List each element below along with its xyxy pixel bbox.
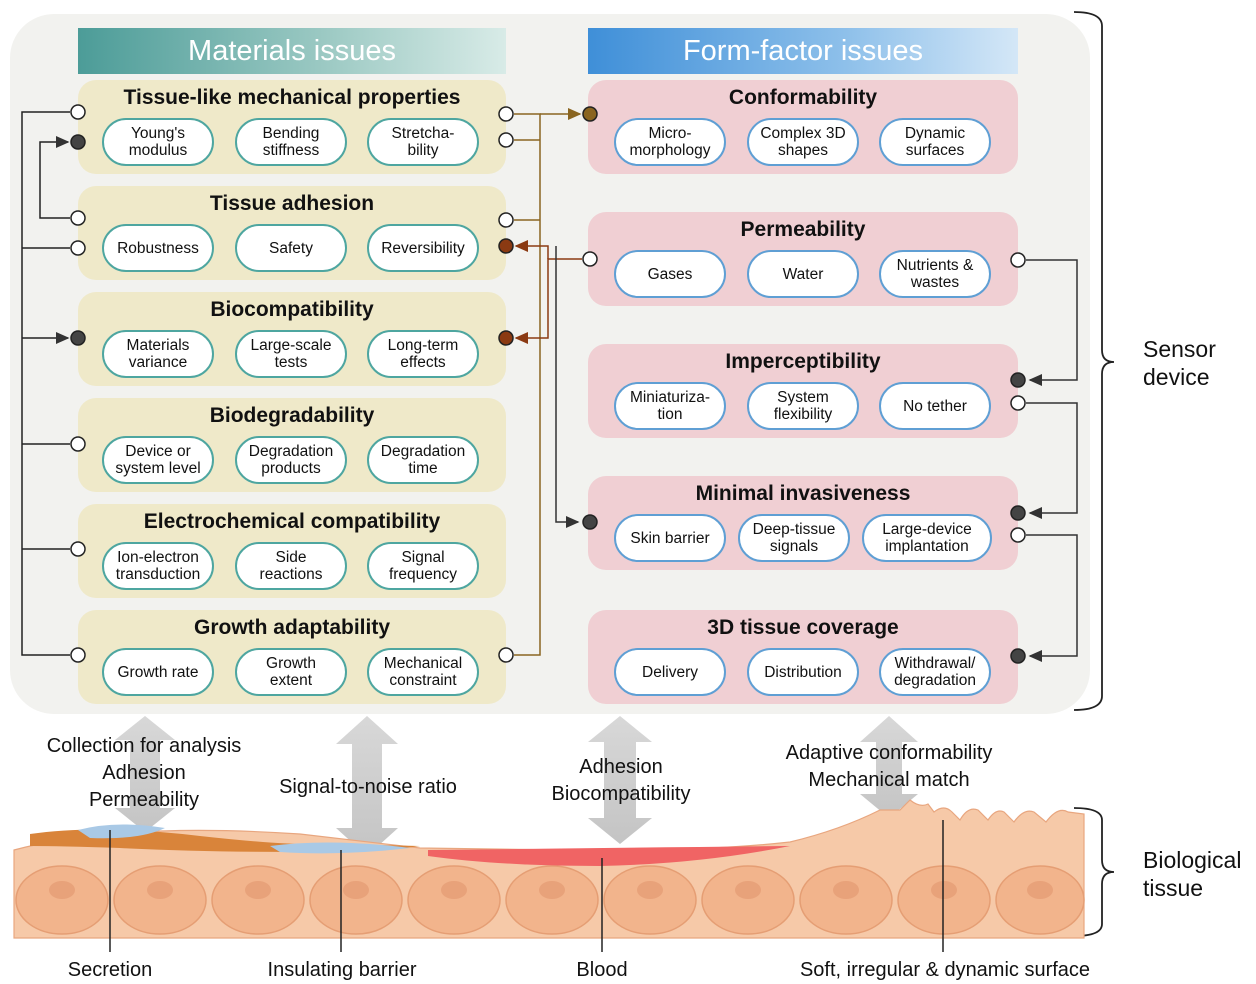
pill-water: Water xyxy=(747,250,859,298)
pill-device-system-level: Device or system level xyxy=(102,436,214,484)
blood-layer xyxy=(428,846,790,866)
card-minimal-invasiveness: Minimal invasiveness Skin barrier Deep-t… xyxy=(588,476,1018,570)
label-blood: Blood xyxy=(576,959,628,981)
pill-large-scale-tests: Large-scale tests xyxy=(235,330,347,378)
materials-issues-header: Materials issues xyxy=(78,28,506,74)
form-factor-issues-header: Form-factor issues xyxy=(588,28,1018,74)
double-arrow-left xyxy=(115,716,175,832)
label-signal-to-noise: Signal-to-noise ratio xyxy=(279,776,457,798)
double-arrow-mid-left xyxy=(336,716,398,856)
middle-nodes xyxy=(498,106,598,663)
pill-bending-stiffness: Bending stiffness xyxy=(235,118,347,166)
pill-delivery: Delivery xyxy=(614,648,726,696)
card-title: Tissue adhesion xyxy=(209,192,375,215)
pill-distribution: Distribution xyxy=(747,648,859,696)
card-title: Tissue-like mechanical properties xyxy=(123,86,461,109)
pill-system-flexibility: System flexibility xyxy=(747,382,859,430)
card-title: Imperceptibility xyxy=(725,350,881,373)
pill-miniaturization: Miniaturiza- tion xyxy=(614,382,726,430)
right-connectors xyxy=(1026,259,1078,662)
pill-withdrawal-degradation: Withdrawal/ degradation xyxy=(879,648,991,696)
label-adhesion-biocompatibility: Adhesion Biocompatibility xyxy=(551,756,691,805)
card-conformability: Conformability Micro- morphology Complex… xyxy=(588,80,1018,174)
pill-dynamic-surfaces: Dynamic surfaces xyxy=(879,118,991,166)
label-collection-adhesion-permeability: Collection for analysis Adhesion Permeab… xyxy=(46,735,242,811)
pill-degradation-time: Degradation time xyxy=(367,436,479,484)
interface-arrows xyxy=(115,716,918,856)
card-growth-adaptability: Growth adaptability Growth rate Growth e… xyxy=(78,610,506,704)
card-electrochemical-compatibility: Electrochemical compatibility Ion-electr… xyxy=(78,504,506,598)
pill-skin-barrier: Skin barrier xyxy=(614,514,726,562)
label-secretion: Secretion xyxy=(67,959,153,981)
card-title: Permeability xyxy=(740,218,866,241)
pill-stretchability: Stretcha- bility xyxy=(367,118,479,166)
pill-robustness: Robustness xyxy=(102,224,214,272)
card-title: Conformability xyxy=(728,86,878,109)
pill-youngs-modulus: Young's modulus xyxy=(102,118,214,166)
card-permeability: Permeability Gases Water Nutrients & was… xyxy=(588,212,1018,306)
label-soft-irregular-surface: Soft, irregular & dynamic surface xyxy=(799,959,1091,981)
pill-degradation-products: Degradation products xyxy=(235,436,347,484)
left-nodes xyxy=(70,104,86,663)
pill-growth-extent: Growth extent xyxy=(235,648,347,696)
pill-materials-variance: Materials variance xyxy=(102,330,214,378)
double-arrow-mid-right xyxy=(588,716,652,844)
card-mechanical-properties: Tissue-like mechanical properties Young'… xyxy=(78,80,506,174)
pill-gases: Gases xyxy=(614,250,726,298)
pill-large-device-implantation: Large-device implantation xyxy=(862,514,992,562)
pill-long-term-effects: Long-term effects xyxy=(367,330,479,378)
card-title: Biocompatibility xyxy=(210,298,374,321)
label-biological-tissue: Biological tissue xyxy=(1143,847,1242,901)
card-imperceptibility: Imperceptibility Miniaturiza- tion Syste… xyxy=(588,344,1018,438)
right-nodes xyxy=(1010,252,1026,664)
card-biodegradability: Biodegradability Device or system level … xyxy=(78,398,506,492)
pill-complex-3d-shapes: Complex 3D shapes xyxy=(747,118,859,166)
card-title: 3D tissue coverage xyxy=(707,616,899,639)
pill-nutrients-wastes: Nutrients & wastes xyxy=(879,250,991,298)
pill-deep-tissue-signals: Deep-tissue signals xyxy=(738,514,850,562)
card-3d-tissue-coverage: 3D tissue coverage Delivery Distribution… xyxy=(588,610,1018,704)
pill-reversibility: Reversibility xyxy=(367,224,479,272)
secretion-drop xyxy=(78,824,165,839)
pill-mechanical-constraint: Mechanical constraint xyxy=(367,648,479,696)
card-title: Electrochemical compatibility xyxy=(143,510,441,533)
invasiveness-connector xyxy=(555,246,580,528)
card-title: Growth adaptability xyxy=(193,616,390,639)
pill-side-reactions: Side reactions xyxy=(235,542,347,590)
middle-connectors xyxy=(514,108,582,656)
pill-no-tether: No tether xyxy=(879,382,991,430)
pill-signal-frequency: Signal frequency xyxy=(367,542,479,590)
card-biocompatibility: Biocompatibility Materials variance Larg… xyxy=(78,292,506,386)
pill-micro-morphology: Micro- morphology xyxy=(614,118,726,166)
pill-safety: Safety xyxy=(235,224,347,272)
pill-growth-rate: Growth rate xyxy=(102,648,214,696)
pill-ion-electron: Ion-electron transduction xyxy=(102,542,214,590)
label-insulating-barrier: Insulating barrier xyxy=(267,959,417,981)
double-arrow-right xyxy=(860,716,918,818)
left-connectors xyxy=(21,111,70,656)
sensor-brace xyxy=(1073,11,1115,711)
biological-tissue-illustration xyxy=(13,799,1085,952)
card-title: Minimal invasiveness xyxy=(695,482,911,505)
card-tissue-adhesion: Tissue adhesion Robustness Safety Revers… xyxy=(78,186,506,280)
card-title: Biodegradability xyxy=(209,404,375,427)
label-sensor-device: Sensor device xyxy=(1143,336,1216,390)
permeability-connectors xyxy=(514,240,582,344)
tissue-brace xyxy=(1073,807,1115,937)
secretion-film xyxy=(270,842,410,854)
label-adaptive-conformability: Adaptive conformability Mechanical match xyxy=(785,742,993,791)
